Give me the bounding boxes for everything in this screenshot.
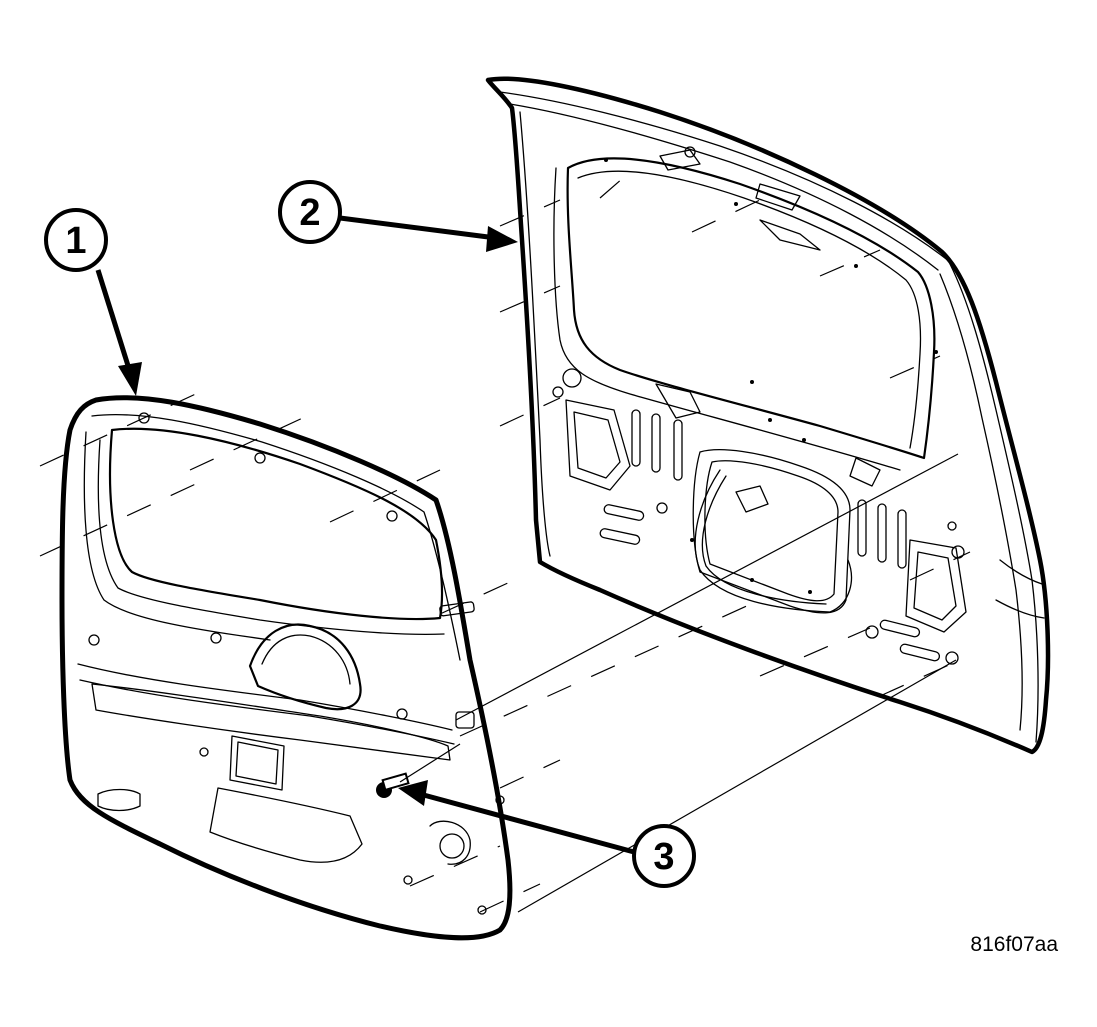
callout-1: 1: [44, 208, 142, 396]
callout-2-label: 2: [299, 192, 320, 234]
callout-2: 2: [278, 180, 518, 252]
figure-id: 816f07aa: [970, 933, 1058, 956]
callout-3-label: 3: [653, 836, 674, 878]
alignment-lines: [39, 171, 971, 913]
liftgate-inner-panel: [485, 76, 1051, 755]
callout-3: 3: [398, 780, 696, 888]
liftgate-trim-panel: [59, 395, 513, 941]
callout-1-label: 1: [65, 220, 86, 262]
push-pin-retainer: [376, 772, 410, 798]
